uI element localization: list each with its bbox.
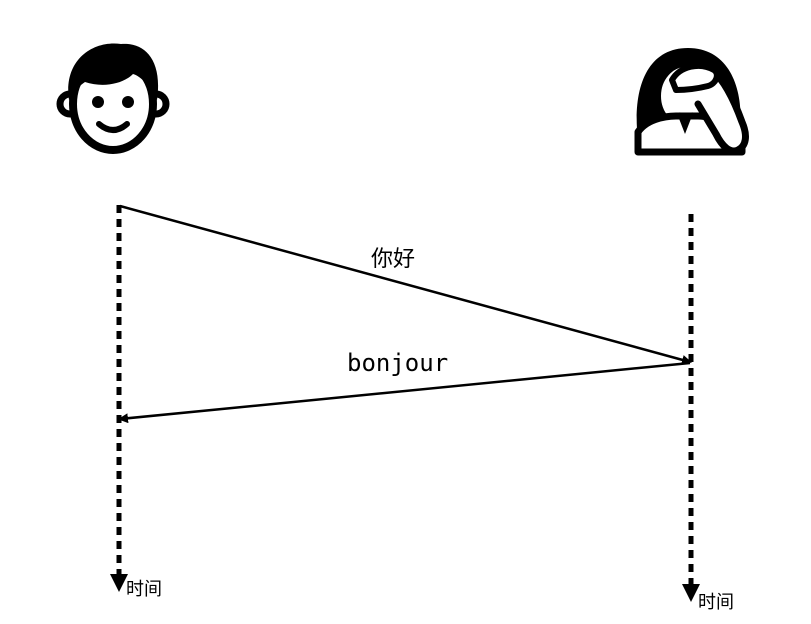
right-time-label: 时间 xyxy=(698,592,734,613)
message-arrow-2 xyxy=(118,361,691,424)
woman-facepalm-icon xyxy=(634,48,749,156)
message-label-1: 你好 xyxy=(371,247,415,272)
message-label-2: bonjour xyxy=(347,349,448,377)
left-time-label: 时间 xyxy=(126,579,162,600)
man-face-icon xyxy=(56,43,170,154)
message-arrow-1 xyxy=(119,204,692,365)
right-lifeline-arrowhead xyxy=(682,584,700,602)
left-lifeline-arrowhead xyxy=(110,574,128,592)
